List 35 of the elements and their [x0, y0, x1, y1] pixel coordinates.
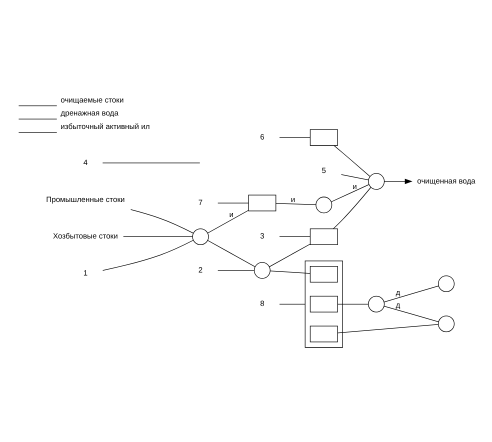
connector — [340, 174, 369, 180]
connector — [331, 184, 370, 202]
connector — [279, 236, 310, 238]
connector — [102, 240, 194, 271]
cluster — [304, 260, 343, 348]
connector — [276, 203, 316, 206]
connector — [102, 162, 200, 164]
connector — [334, 145, 370, 177]
connector — [384, 286, 439, 302]
node-circle — [368, 173, 385, 190]
node-box — [310, 326, 338, 342]
connector — [279, 137, 310, 138]
node-circle — [254, 262, 270, 279]
connector — [207, 240, 256, 268]
connector — [384, 306, 439, 322]
node-circle — [438, 316, 455, 332]
connector — [218, 270, 254, 271]
node-box — [310, 129, 338, 146]
connector — [337, 324, 438, 334]
connector — [130, 209, 194, 234]
node-box — [248, 194, 276, 212]
node-box — [310, 296, 338, 312]
connector — [333, 186, 372, 230]
connector — [123, 236, 193, 238]
connector — [218, 202, 249, 204]
node-circle — [438, 276, 455, 292]
node-circle — [192, 228, 209, 245]
node-box — [310, 266, 338, 283]
arrow — [384, 178, 412, 184]
connector — [207, 210, 249, 234]
connector — [269, 244, 310, 268]
node-box — [310, 228, 338, 245]
connector — [270, 270, 310, 274]
node-circle — [368, 296, 385, 312]
node-circle — [316, 196, 332, 214]
